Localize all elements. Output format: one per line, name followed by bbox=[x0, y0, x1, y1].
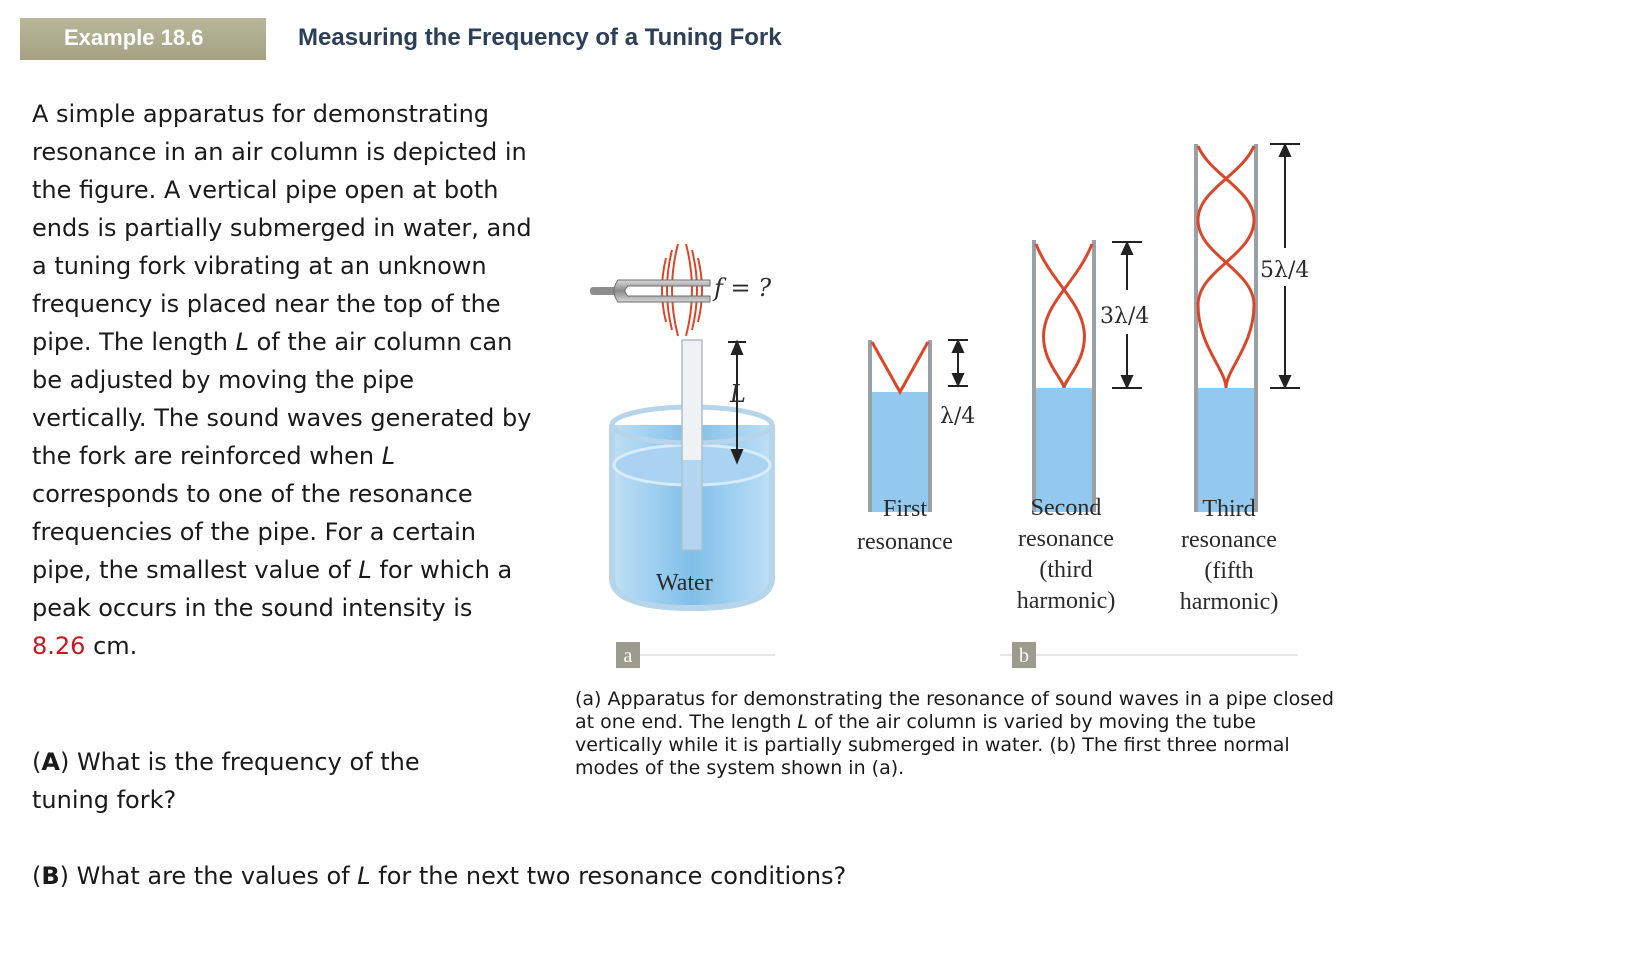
question-text: for the next two resonance conditions? bbox=[370, 862, 847, 890]
length-label: L bbox=[729, 380, 746, 408]
var-l: L bbox=[357, 862, 371, 890]
five-quarter-wave-dimension bbox=[1270, 142, 1300, 390]
question-text: What is the frequency of the tuning fork… bbox=[32, 748, 420, 814]
var-l: L bbox=[797, 711, 808, 733]
statement-part: cm. bbox=[85, 632, 138, 660]
var-l: L bbox=[235, 328, 249, 356]
question-label: B bbox=[41, 862, 60, 890]
second-resonance-label-3: (third bbox=[1039, 557, 1092, 583]
third-resonance-label-3: (fifth bbox=[1204, 558, 1253, 584]
figure-caption: (a) Apparatus for demonstrating the reso… bbox=[575, 688, 1345, 780]
example-title: Measuring the Frequency of a Tuning Fork bbox=[298, 24, 782, 51]
question-a: (A) What is the frequency of the tuning … bbox=[32, 748, 420, 814]
question-text: What are the values of bbox=[76, 862, 358, 890]
var-l: L bbox=[358, 556, 372, 584]
second-resonance-label-2: resonance bbox=[1018, 526, 1114, 552]
question-label: A bbox=[41, 748, 60, 776]
first-resonance-label-1: First bbox=[883, 496, 927, 522]
third-resonance-label-1: Third bbox=[1202, 496, 1255, 522]
var-l: L bbox=[381, 442, 396, 470]
first-resonance-label-2: resonance bbox=[857, 529, 953, 555]
panel-a-label: a bbox=[624, 645, 633, 667]
panel-a-badge bbox=[616, 642, 640, 668]
fork-frequency-label: f = ? bbox=[712, 274, 771, 302]
tuning-fork-icon bbox=[590, 279, 711, 303]
statement-part: A simple apparatus for demonstrating res… bbox=[32, 100, 532, 356]
statement-part: for which a peak occurs in the sound int… bbox=[32, 556, 513, 622]
three-quarter-wave-label: 3λ/4 bbox=[1100, 304, 1149, 329]
pipe-second-resonance bbox=[1032, 240, 1096, 512]
problem-statement: A simple apparatus for demonstrating res… bbox=[32, 95, 532, 665]
three-quarter-wave-dimension bbox=[1112, 240, 1142, 390]
second-resonance-label-4: harmonic) bbox=[1017, 588, 1116, 614]
given-value: 8.26 bbox=[32, 632, 86, 660]
caption-text: (a) Apparatus for demonstrating the reso… bbox=[575, 688, 1334, 733]
resonance-figure: f = ? L Water λ/4 bbox=[570, 130, 1330, 670]
panel-b-label: b bbox=[1019, 645, 1029, 667]
statement-part: of the air column can be adjusted by mov… bbox=[32, 328, 532, 470]
resonance-diagram: f = ? L Water λ/4 bbox=[590, 142, 1309, 668]
pipe-first-resonance bbox=[868, 340, 932, 512]
pipe-third-resonance bbox=[1194, 144, 1258, 512]
example-badge: Example 18.6 bbox=[20, 18, 266, 60]
example-badge-text: Example 18.6 bbox=[64, 25, 204, 50]
length-dimension bbox=[728, 339, 746, 465]
caption-text: of the air column is varied by moving th… bbox=[575, 711, 1290, 779]
glass-tube bbox=[681, 339, 703, 551]
water-label: Water bbox=[656, 570, 713, 596]
second-resonance-label-1: Second bbox=[1031, 495, 1102, 521]
panel-b-badge bbox=[1012, 642, 1036, 668]
quarter-wave-label: λ/4 bbox=[940, 404, 975, 429]
sound-waves-icon bbox=[661, 243, 703, 337]
five-quarter-wave-label: 5λ/4 bbox=[1260, 258, 1309, 283]
question-b: (B) What are the values of L for the nex… bbox=[32, 862, 847, 890]
third-resonance-label-2: resonance bbox=[1181, 527, 1277, 553]
quarter-wave-dimension bbox=[948, 338, 968, 388]
third-resonance-label-4: harmonic) bbox=[1180, 589, 1279, 615]
statement-part: corresponds to one of the resonance freq… bbox=[32, 480, 476, 584]
